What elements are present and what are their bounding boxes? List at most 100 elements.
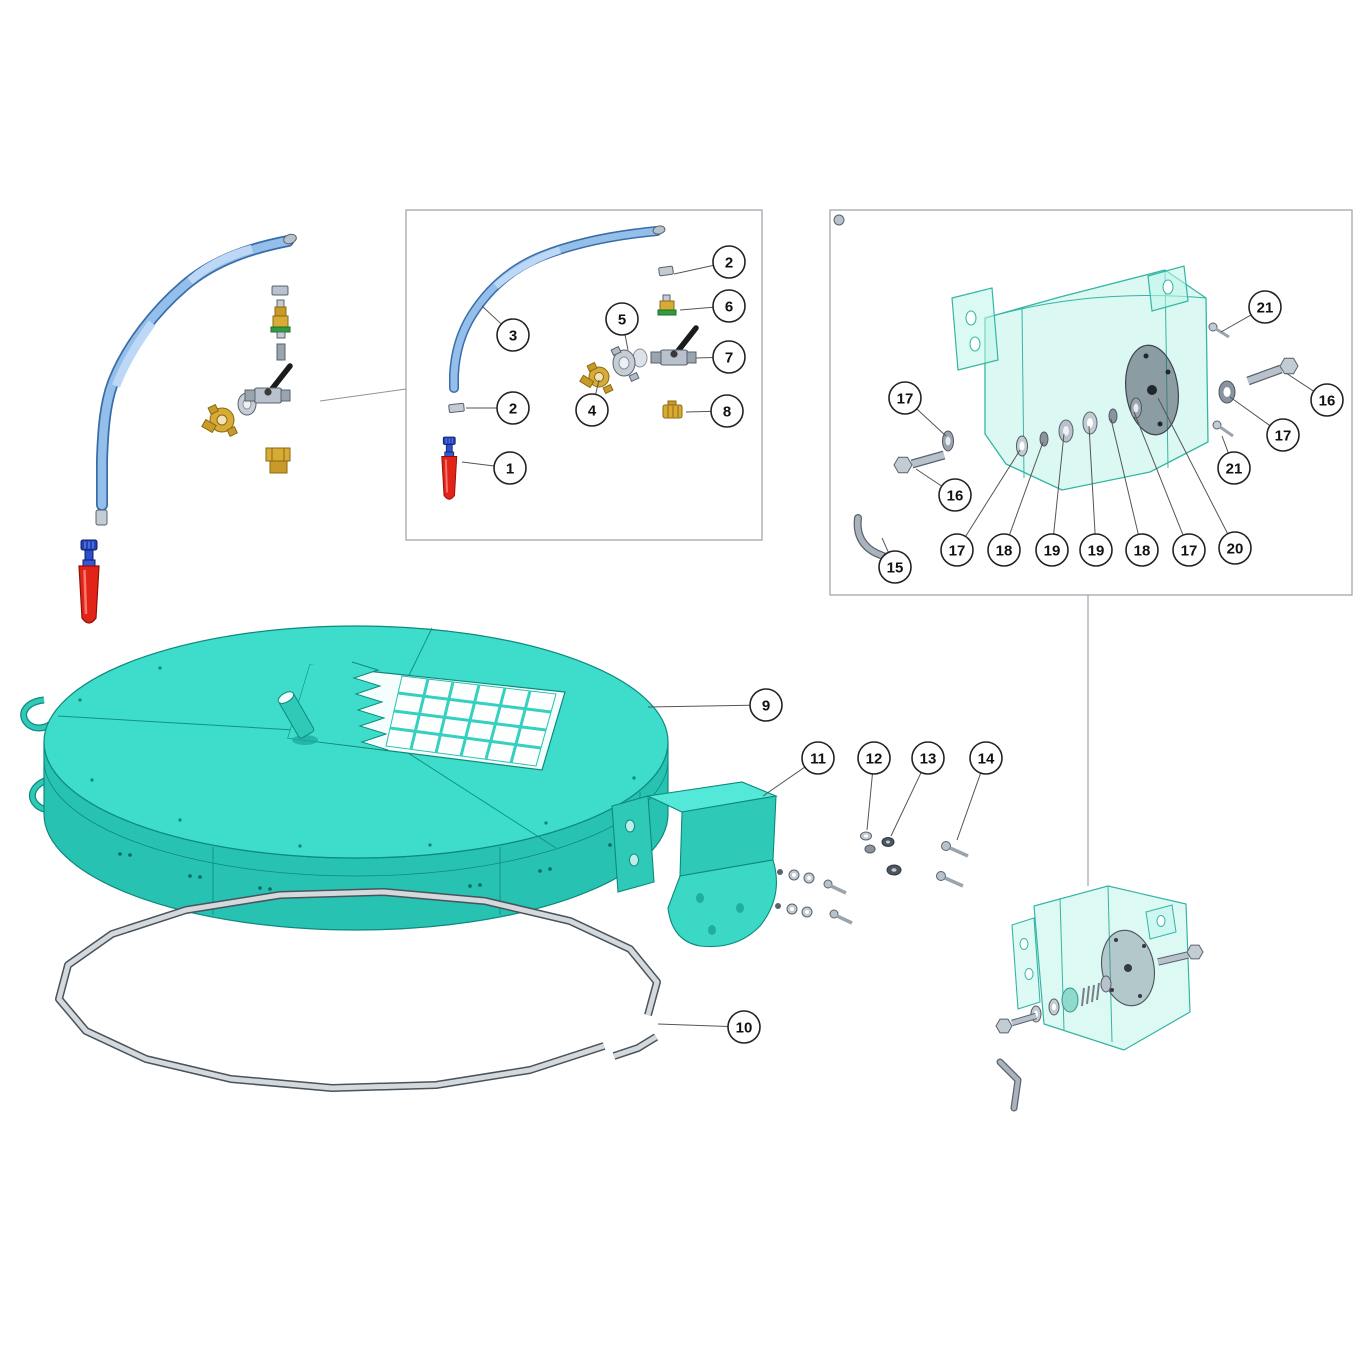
- callout-15: 15: [878, 537, 912, 584]
- spray-nozzle: [440, 436, 458, 501]
- callout-leader-line: [1157, 397, 1229, 534]
- callout-8: 8: [685, 394, 744, 428]
- ball-valve: [651, 328, 696, 365]
- callout-number: 18: [1134, 543, 1151, 560]
- callout-number: 16: [1319, 393, 1336, 410]
- callout-17: 17: [1229, 396, 1300, 452]
- callout-number: 16: [947, 488, 964, 505]
- callout-circle: [575, 393, 609, 427]
- callout-number: 20: [1227, 541, 1244, 558]
- callout-leader-line: [1285, 372, 1314, 392]
- callout-leader-line: [1088, 425, 1096, 535]
- brass-cap: [662, 400, 683, 419]
- callout-number: 3: [509, 328, 517, 345]
- callout-number: 13: [920, 751, 937, 768]
- callout-17: 17: [940, 449, 1021, 567]
- callout-circle: [605, 302, 639, 336]
- callout-number: 21: [1226, 461, 1243, 478]
- callout-circle: [888, 381, 922, 415]
- callout-2: 2: [673, 245, 746, 279]
- callout-13: 13: [890, 741, 945, 837]
- callout-number: 21: [1257, 300, 1274, 317]
- callout-leader-line: [685, 410, 712, 413]
- barb-fitting: [657, 294, 677, 316]
- lid-top-screws: [78, 666, 636, 848]
- washer: [1218, 380, 1236, 404]
- sawtooth-edge: [351, 661, 389, 751]
- inset-layer: [405, 209, 1353, 596]
- callout-17: 17: [1133, 411, 1206, 567]
- bearing-bracket-assembled: [995, 885, 1204, 1112]
- callout-16: 16: [915, 468, 972, 512]
- callout-circle: [1266, 418, 1300, 452]
- callout-circle: [801, 741, 835, 775]
- callout-number: 11: [810, 751, 826, 768]
- callout-circle: [749, 688, 783, 722]
- callout-11: 11: [762, 741, 835, 797]
- callout-leader-line: [1220, 314, 1252, 333]
- callout-17: 17: [888, 381, 947, 437]
- callout-7: 7: [695, 340, 746, 374]
- callout-circle: [987, 533, 1021, 567]
- callout-number: 4: [588, 403, 597, 420]
- callout-number: 19: [1044, 543, 1061, 560]
- callout-2: 2: [466, 391, 530, 425]
- callout-circle: [940, 533, 974, 567]
- callout-4: 4: [575, 379, 609, 427]
- callout-circle: [1035, 533, 1069, 567]
- callout-circle: [857, 741, 891, 775]
- callout-number: 2: [725, 255, 733, 272]
- callout-circle: [496, 318, 530, 352]
- valve-to-inset-line: [319, 388, 407, 402]
- callout-19: 19: [1079, 425, 1113, 567]
- callout-9: 9: [647, 688, 783, 722]
- pipe-segment: [658, 265, 674, 277]
- callout-circle: [1079, 533, 1113, 567]
- allen-key: [996, 1058, 1022, 1112]
- callout-leader-line: [481, 305, 502, 325]
- callout-circle: [1172, 533, 1206, 567]
- callout-circle: [710, 394, 744, 428]
- callout-leader-line: [679, 306, 714, 311]
- bearing-bracket-detail: [833, 214, 1299, 563]
- callout-12: 12: [857, 741, 891, 831]
- hose-nut: [271, 285, 289, 296]
- callout-circle: [712, 340, 746, 374]
- callout-circle: [727, 1010, 761, 1044]
- callout-circle: [911, 741, 945, 775]
- hex-bolt: [1246, 357, 1299, 386]
- callout-number: 6: [725, 299, 733, 316]
- callout-number: 17: [897, 391, 914, 408]
- callout-circle: [493, 451, 527, 485]
- callout-21: 21: [1217, 435, 1251, 485]
- hex-bolt: [995, 1012, 1037, 1034]
- callout-leader-line: [890, 772, 922, 837]
- callout-leader-line: [956, 772, 982, 841]
- callout-number: 14: [978, 751, 995, 768]
- callout-circle: [1310, 383, 1344, 417]
- spray-nozzle: [77, 538, 101, 625]
- callout-5: 5: [605, 302, 639, 351]
- callout-number: 17: [1275, 428, 1292, 445]
- inset-box-bearing-detail: [829, 209, 1353, 596]
- hose-detail-parts: [440, 225, 696, 501]
- callout-18: 18: [1110, 418, 1159, 567]
- brass-adapter: [265, 447, 291, 474]
- claw-coupling-brass: [201, 403, 238, 437]
- callout-number: 7: [725, 350, 733, 367]
- callout-number: 9: [762, 698, 770, 715]
- callout-20: 20: [1157, 397, 1252, 565]
- ball-valve: [245, 366, 290, 403]
- connector-layer: [319, 388, 1089, 886]
- callout-1: 1: [461, 451, 527, 485]
- callout-leader-line: [1229, 396, 1271, 427]
- grease-nipple: [1208, 322, 1230, 339]
- callout-number: 8: [723, 404, 731, 421]
- callout-circle: [1125, 533, 1159, 567]
- callout-number: 19: [1088, 543, 1105, 560]
- callout-21: 21: [1220, 290, 1282, 333]
- barb-fitting: [270, 299, 291, 339]
- bracket-fasteners: [775, 831, 969, 925]
